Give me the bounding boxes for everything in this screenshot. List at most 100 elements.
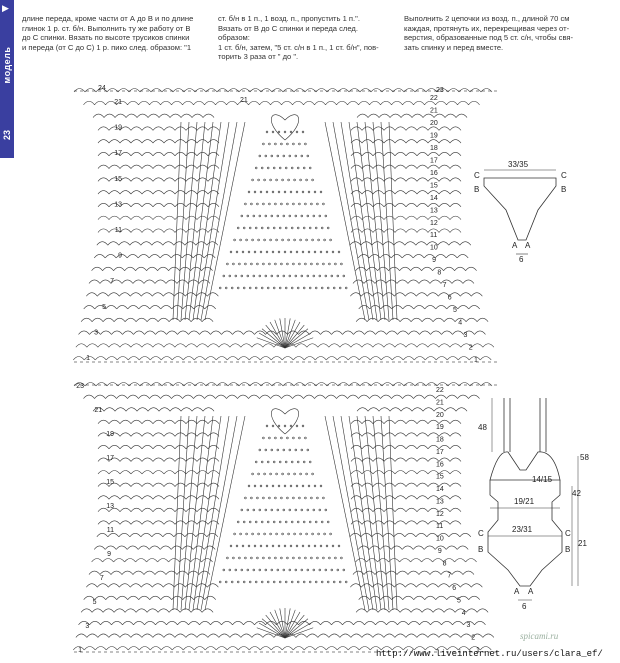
row-number-left: 17	[114, 150, 122, 157]
row-number-right: 12	[430, 220, 438, 227]
row-number-left: 3	[94, 329, 98, 336]
row-number-right: 20	[430, 120, 438, 127]
row-number-left: 23	[76, 383, 84, 390]
row-number-left: 11	[107, 527, 114, 534]
row-number-right: 5	[457, 597, 461, 604]
row-number-right: 21	[436, 399, 444, 406]
cups-outline	[489, 451, 561, 481]
crotch-width: 6	[522, 602, 527, 611]
row-number-right: 22	[430, 95, 438, 102]
instruction-text-1: длине переда, кроме части от А до В и по…	[22, 14, 194, 52]
row-number-right: 19	[430, 132, 438, 139]
row-number-right: 3	[466, 622, 470, 629]
row-number-top-right: 23	[436, 87, 444, 94]
row-number-left: 13	[114, 201, 122, 208]
stitch-pattern	[73, 382, 497, 653]
instruction-text-3: Выполнить 2 цепочки из возд. п., длиной …	[404, 14, 574, 52]
row-number-right: 6	[448, 295, 452, 302]
page-number: 23	[2, 130, 12, 141]
row-number-right: 14	[430, 195, 438, 202]
crotch-width: 6	[519, 255, 524, 264]
row-number-left: 5	[102, 304, 106, 311]
row-number-right: 19	[436, 424, 444, 431]
row-number-left: 9	[107, 551, 111, 558]
row-number-right: 6	[452, 585, 456, 592]
point-b-left: B	[478, 545, 483, 554]
cup-width: 14/15	[532, 475, 553, 484]
row-number-right: 15	[436, 474, 444, 481]
point-c-left: C	[478, 529, 484, 538]
row-number-right: 15	[430, 182, 438, 189]
point-a-left: A	[512, 241, 518, 250]
row-number-right: 2	[471, 635, 475, 642]
row-number-right: 21	[430, 107, 438, 114]
row-number-left: 9	[118, 253, 122, 260]
row-number-right: 20	[436, 412, 444, 419]
row-number-left: 15	[114, 176, 122, 183]
row-number-left: 21	[94, 407, 102, 414]
row-number-right: 7	[447, 573, 451, 580]
row-number-left: 19	[106, 431, 114, 438]
point-a-left: A	[514, 587, 520, 596]
panties-outline	[483, 177, 557, 241]
point-a-right: A	[525, 241, 531, 250]
side-tab: ▶ модель 23	[0, 0, 14, 158]
point-b-right: B	[565, 545, 570, 554]
row-number-right: 10	[436, 536, 444, 543]
row-number-left: 3	[85, 623, 89, 630]
row-number-left: 11	[115, 227, 122, 234]
instruction-text-2: ст. б/н в 1 п., 1 возд. п., пропустить 1…	[218, 14, 379, 62]
swimsuit-schematic: 48 14/15 19/21 23/31 C C B B A A 6 58 42…	[468, 390, 593, 615]
row-number-right: 9	[432, 257, 436, 264]
row-number-right: 4	[462, 610, 466, 617]
lower-height: 21	[578, 539, 587, 548]
stitch-pattern	[73, 88, 497, 363]
row-number-right: 16	[436, 461, 444, 468]
row-number-top-left: 24	[98, 85, 106, 92]
row-number-right: 18	[436, 437, 444, 444]
row-number-right: 16	[430, 170, 438, 177]
footer-url: http://www.liveinternet.ru/users/clara_e…	[376, 649, 603, 659]
row-number-right: 4	[458, 320, 462, 327]
row-number-right: 10	[430, 245, 438, 252]
panties-schematic: 33/35 C C B B A A 6	[466, 150, 576, 265]
strap-length: 48	[478, 423, 487, 432]
row-number-right: 3	[464, 332, 468, 339]
row-number-left: 17	[106, 455, 114, 462]
row-number-left: 7	[110, 278, 114, 285]
body-outline	[487, 480, 563, 587]
row-number-left: 21	[114, 99, 122, 106]
width-label: 33/35	[508, 160, 529, 169]
row-number-right: 1	[476, 647, 480, 654]
row-number-right: 13	[436, 498, 444, 505]
row-number-left: 19	[114, 125, 122, 132]
point-b-left: B	[474, 185, 479, 194]
row-number-right: 5	[453, 307, 457, 314]
point-c-right: C	[561, 171, 567, 180]
point-b-right: B	[561, 185, 566, 194]
total-height: 58	[580, 453, 589, 462]
point-c-left: C	[474, 171, 480, 180]
row-number-right: 17	[436, 449, 444, 456]
row-number-right: 8	[443, 560, 447, 567]
point-a-right: A	[528, 587, 534, 596]
row-number-right: 11	[430, 232, 437, 239]
row-number-right: 7	[443, 282, 447, 289]
waist-width: 19/21	[514, 497, 535, 506]
center-row-number: 21	[240, 97, 248, 104]
point-c-right: C	[565, 529, 571, 538]
row-number-right: 18	[430, 145, 438, 152]
model-label: модель	[2, 46, 12, 84]
row-number-left: 15	[106, 479, 114, 486]
row-number-right: 8	[437, 270, 441, 277]
row-number-right: 9	[438, 548, 442, 555]
hip-width: 23/31	[512, 525, 533, 534]
row-number-right: 2	[469, 345, 473, 352]
row-number-left: 5	[93, 599, 97, 606]
watermark: spicami.ru	[520, 631, 559, 641]
row-number-right: 22	[436, 387, 444, 394]
